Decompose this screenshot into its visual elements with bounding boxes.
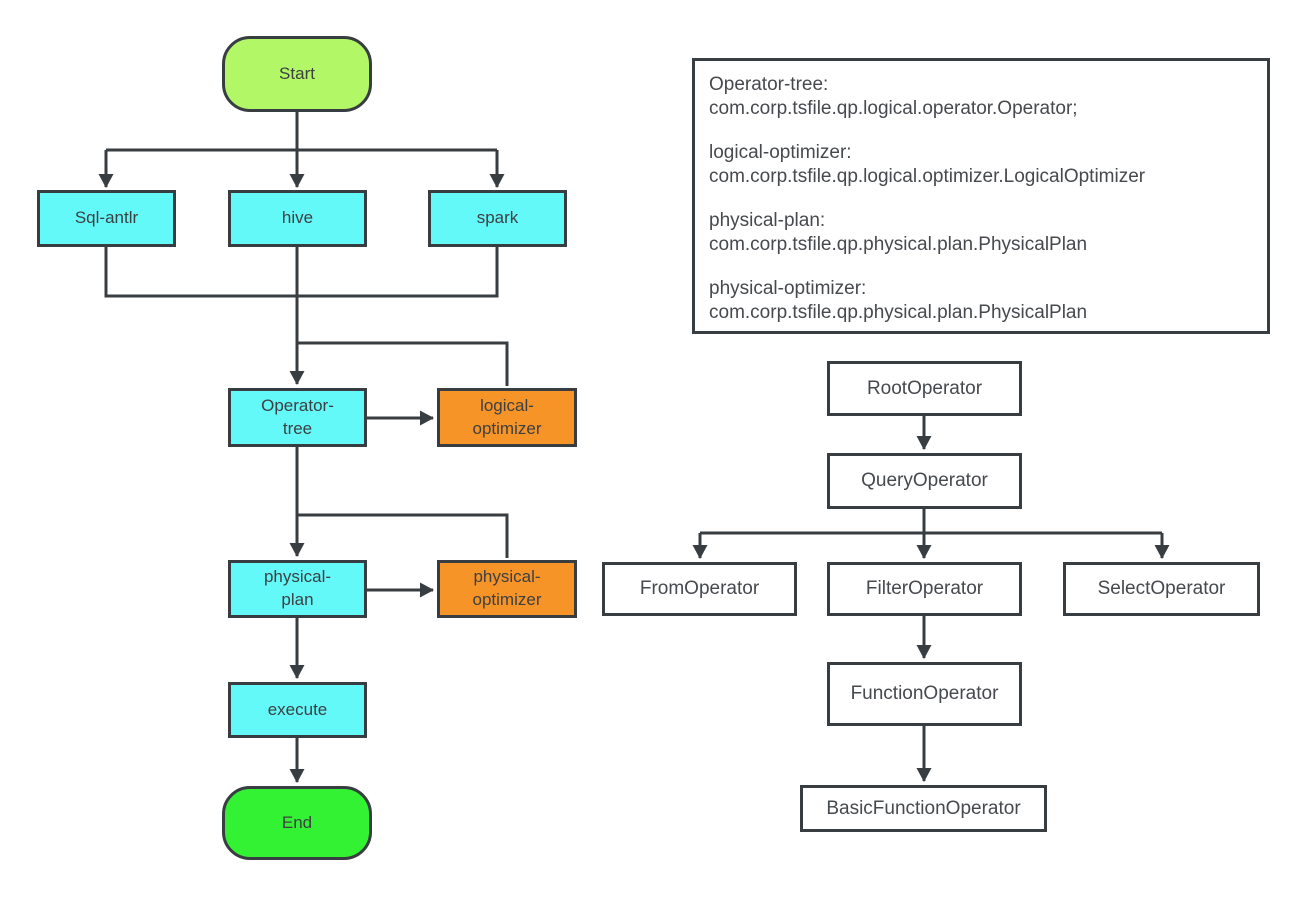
node-physical-optimizer-label: physical- optimizer — [472, 567, 542, 609]
node-operator-tree: Operator- tree — [228, 388, 367, 447]
node-start: Start — [222, 36, 372, 112]
connector-branch-to-physical-optimizer — [297, 513, 509, 558]
node-physical-optimizer: physical- optimizer — [437, 560, 577, 618]
node-filter-operator: FilterOperator — [827, 562, 1022, 616]
note-operator-tree-path: com.corp.tsfile.qp.logical.operator.Oper… — [709, 98, 1078, 119]
note-physical-optimizer: physical-optimizer: com.corp.tsfile.qp.p… — [709, 277, 1253, 325]
node-start-label: Start — [279, 63, 315, 83]
node-filter-operator-label: FilterOperator — [865, 578, 984, 600]
node-basic-function-operator-label: BasicFunctionOperator — [826, 797, 1021, 819]
note-physical-optimizer-path: com.corp.tsfile.qp.physical.plan.Physica… — [709, 302, 1088, 323]
node-hive-label: hive — [281, 208, 314, 228]
node-hive: hive — [228, 190, 367, 247]
note-logical-optimizer-path: com.corp.tsfile.qp.logical.optimizer.Log… — [709, 166, 1146, 187]
note-logical-optimizer-title: logical-optimizer: — [709, 142, 852, 163]
node-basic-function-operator: BasicFunctionOperator — [800, 785, 1047, 832]
node-sql-antlr-label: Sql-antlr — [74, 208, 139, 228]
node-select-operator-label: SelectOperator — [1097, 578, 1226, 600]
node-spark: spark — [428, 190, 567, 247]
node-physical-plan: physical- plan — [228, 560, 367, 618]
note-physical-optimizer-title: physical-optimizer: — [709, 278, 867, 299]
note-physical-plan-title: physical-plan: — [709, 210, 826, 231]
node-physical-plan-label: physical- plan — [263, 567, 332, 609]
note-operator-tree-title: Operator-tree: — [709, 74, 829, 95]
note-physical-plan: physical-plan: com.corp.tsfile.qp.physic… — [709, 209, 1253, 257]
node-spark-label: spark — [476, 208, 519, 228]
node-execute: execute — [228, 682, 367, 738]
node-query-operator: QueryOperator — [827, 453, 1022, 509]
node-query-operator-label: QueryOperator — [861, 470, 988, 492]
note-physical-plan-path: com.corp.tsfile.qp.physical.plan.Physica… — [709, 234, 1088, 255]
node-function-operator: FunctionOperator — [827, 662, 1022, 726]
node-function-operator-label: FunctionOperator — [850, 683, 999, 705]
node-end: End — [222, 786, 372, 860]
node-logical-optimizer-label: logical- optimizer — [472, 395, 542, 438]
connector-merge-line — [104, 247, 499, 298]
note-logical-optimizer: logical-optimizer: com.corp.tsfile.qp.lo… — [709, 141, 1253, 189]
connector-branch-to-logical-optimizer — [297, 341, 509, 386]
note-operator-tree: Operator-tree: com.corp.tsfile.qp.logica… — [709, 73, 1253, 121]
node-execute-label: execute — [267, 699, 328, 719]
node-sql-antlr: Sql-antlr — [37, 190, 176, 247]
node-logical-optimizer: logical- optimizer — [437, 388, 577, 447]
node-root-operator: RootOperator — [827, 361, 1022, 416]
class-mapping-notes: Operator-tree: com.corp.tsfile.qp.logica… — [692, 58, 1270, 334]
node-from-operator-label: FromOperator — [639, 578, 760, 600]
node-select-operator: SelectOperator — [1063, 562, 1260, 616]
node-end-label: End — [281, 812, 313, 832]
node-operator-tree-label: Operator- tree — [261, 395, 334, 438]
node-from-operator: FromOperator — [602, 562, 797, 616]
node-root-operator-label: RootOperator — [866, 377, 983, 399]
